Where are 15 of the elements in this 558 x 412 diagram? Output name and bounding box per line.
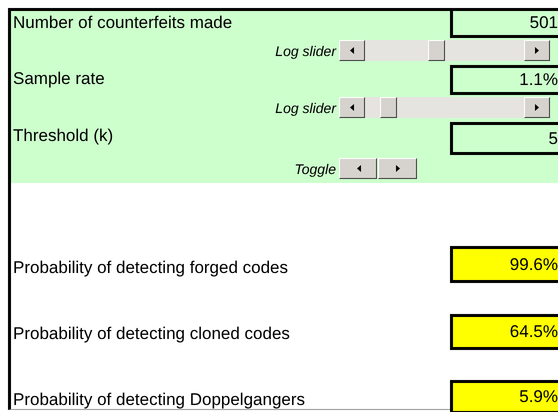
row-label: Probability of detecting forged codes bbox=[13, 258, 288, 278]
row-label: Threshold (k) bbox=[13, 126, 114, 146]
slider-caption: Log slider bbox=[275, 99, 336, 117]
value-cell: 501 bbox=[450, 8, 558, 38]
row-label: Sample rate bbox=[13, 69, 105, 89]
slider-caption: Log slider bbox=[275, 42, 336, 60]
value-cell: 99.6% bbox=[450, 246, 558, 283]
slider-caption: Toggle bbox=[294, 160, 336, 178]
row-label: Probability of detecting Doppelgangers bbox=[13, 390, 306, 410]
row-label: Probability of detecting cloned codes bbox=[13, 324, 290, 344]
value-cell: 5.9% bbox=[450, 380, 558, 412]
value-cell: 5 bbox=[450, 122, 558, 155]
row-label: Number of counterfeits made bbox=[13, 13, 232, 33]
value-cell: 64.5% bbox=[450, 314, 558, 350]
value-cell: 1.1% bbox=[450, 65, 558, 95]
